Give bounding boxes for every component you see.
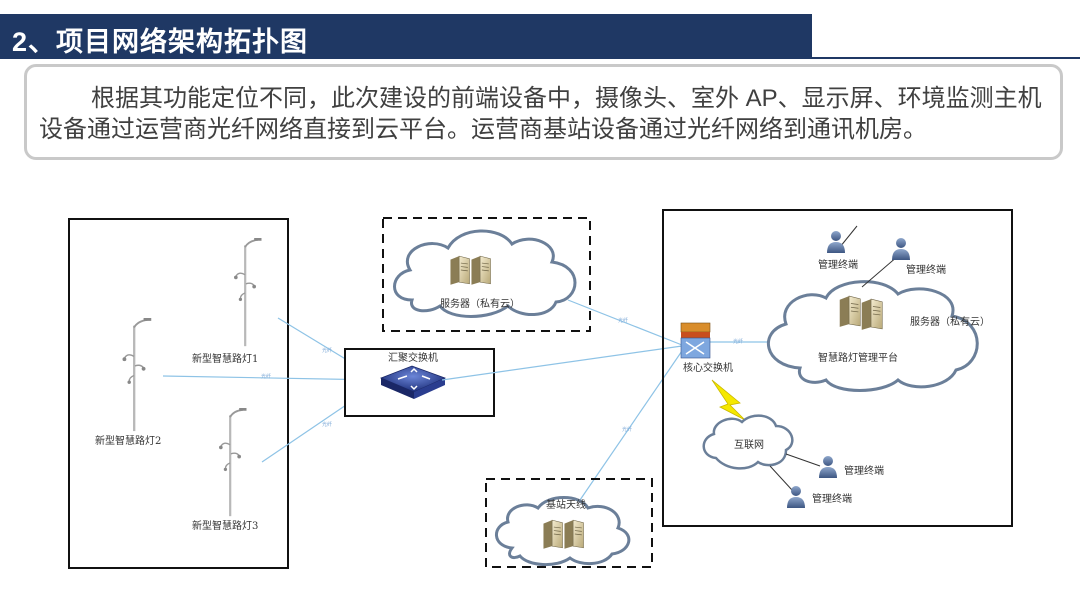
- intro-box: 根据其功能定位不同，此次建设的前端设备中，摄像头、室外 AP、显示屏、环境监测主…: [24, 64, 1063, 160]
- title-divider: [0, 57, 1080, 59]
- base-station-box: [485, 478, 653, 568]
- core-switch-icon: [680, 322, 711, 359]
- terminal-label: 管理终端: [844, 464, 884, 477]
- terminal-link: [769, 465, 793, 491]
- street-light-2: 新型智慧路灯2: [95, 318, 161, 447]
- server-icon: [450, 255, 470, 286]
- fiber-label: 光纤: [322, 421, 332, 428]
- street-light-panel: [68, 218, 289, 569]
- base-station-label: 基站天线: [546, 498, 586, 511]
- fiber-label: 光纤: [622, 426, 632, 433]
- fiber-label: 光纤: [322, 347, 332, 354]
- server-icon: [543, 519, 563, 550]
- platform-label: 智慧路灯管理平台: [818, 351, 898, 364]
- terminal-label: 管理终端: [812, 492, 852, 505]
- core-switch-label: 核心交换机: [683, 361, 733, 374]
- server-icon: [861, 298, 883, 331]
- wireless-lightning-icon: [711, 379, 746, 421]
- terminal-label: 管理终端: [818, 258, 858, 271]
- street-light-2-label: 新型智慧路灯2: [95, 434, 161, 447]
- user-icon: [892, 238, 910, 260]
- private-cloud-server-top-box: [382, 217, 591, 332]
- private-cloud-server-right-label: 服务器（私有云）: [910, 315, 990, 328]
- user-icon: [827, 231, 845, 253]
- terminal-link: [785, 453, 821, 467]
- private-cloud-server-top-label: 服务器（私有云）: [440, 297, 520, 310]
- title-bar: 2、项目网络架构拓扑图: [0, 14, 812, 58]
- street-light-3: 新型智慧路灯3: [192, 408, 258, 532]
- street-light-1-label: 新型智慧路灯1: [192, 352, 258, 365]
- street-light-icon: [218, 408, 248, 518]
- fiber-label: 光纤: [261, 373, 271, 380]
- slide-title: 2、项目网络架构拓扑图: [12, 27, 309, 57]
- cloud-icon: [702, 414, 794, 470]
- terminal-label: 管理终端: [906, 263, 946, 276]
- data-center-panel: [662, 209, 1013, 527]
- fiber-label: 光纤: [733, 338, 743, 345]
- street-light-1: 新型智慧路灯1: [192, 238, 263, 365]
- street-light-icon: [121, 318, 153, 433]
- switch-icon: [379, 365, 447, 399]
- server-icon: [564, 519, 584, 550]
- street-light-icon: [233, 238, 263, 348]
- server-icon: [839, 295, 861, 328]
- terminal-link: [839, 225, 858, 248]
- server-icon: [471, 255, 491, 286]
- user-icon: [819, 456, 837, 478]
- terminal-link: [861, 255, 899, 288]
- aggregation-switch-label: 汇聚交换机: [388, 351, 438, 364]
- street-light-3-label: 新型智慧路灯3: [192, 519, 258, 532]
- user-icon: [787, 486, 805, 508]
- intro-paragraph: 根据其功能定位不同，此次建设的前端设备中，摄像头、室外 AP、显示屏、环境监测主…: [39, 85, 1042, 143]
- cloud-icon: [766, 280, 979, 392]
- fiber-label: 光纤: [618, 317, 628, 324]
- internet-label: 互联网: [734, 439, 764, 451]
